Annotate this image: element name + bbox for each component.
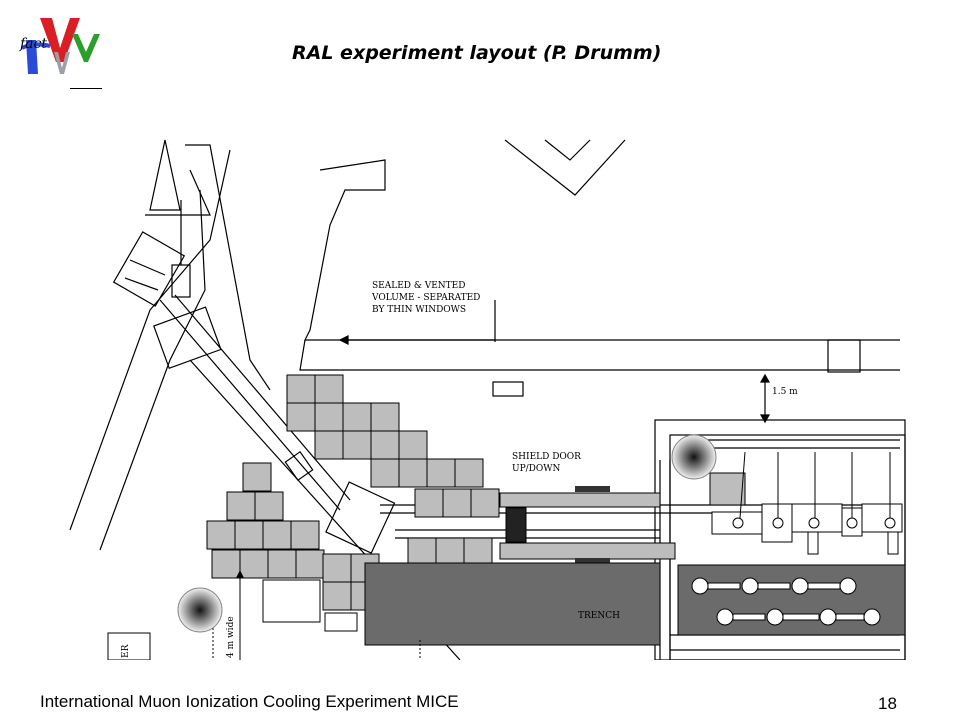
- sealed-label-3: BY THIN WINDOWS: [372, 305, 466, 315]
- width-label: 4 m wide: [226, 616, 236, 658]
- dipole-1: [153, 306, 222, 370]
- top-corridor: [299, 339, 900, 371]
- inner-wall: [99, 189, 206, 551]
- fact-logo: fact: [19, 18, 100, 74]
- beamline-1: [159, 299, 341, 511]
- quad-1: [112, 231, 186, 307]
- wall-corner: [149, 139, 181, 211]
- logo-rule: [70, 88, 102, 89]
- dimension-label: 1.5 m: [772, 387, 798, 397]
- page-number: 18: [878, 694, 897, 713]
- trench-label: TRENCH: [578, 611, 620, 621]
- small-box: [492, 381, 524, 397]
- layout-diagram: SEALED & VENTED VOLUME - SEPARATED BY TH…: [69, 139, 906, 660]
- beamline-2: [174, 294, 351, 501]
- left-corridor: [185, 144, 271, 391]
- corridor-post: [827, 339, 861, 373]
- edge-label: ER: [121, 644, 131, 658]
- cooling-channel: [711, 451, 903, 555]
- trench: [364, 562, 661, 646]
- top-wall: [304, 159, 900, 341]
- v-structure: [504, 139, 626, 196]
- page-title: RAL experiment layout (P. Drumm): [292, 42, 662, 64]
- shield-label-2: UP/DOWN: [512, 464, 561, 474]
- outer-wall: [69, 149, 231, 531]
- target-blob: [177, 587, 223, 633]
- dipole-2: [325, 481, 396, 554]
- sealed-label-2: VOLUME - SEPARATED: [371, 293, 480, 303]
- v-structure-inner: [544, 139, 591, 161]
- shield-door: [505, 507, 527, 543]
- hall-blob: [671, 434, 717, 480]
- logo-text: fact: [19, 36, 47, 52]
- footer-text: International Muon Ionization Cooling Ex…: [40, 692, 459, 711]
- wall-ledge: [145, 169, 211, 216]
- sealed-label-1: SEALED & VENTED: [372, 281, 465, 291]
- shield-label-1: SHIELD DOOR: [512, 452, 581, 462]
